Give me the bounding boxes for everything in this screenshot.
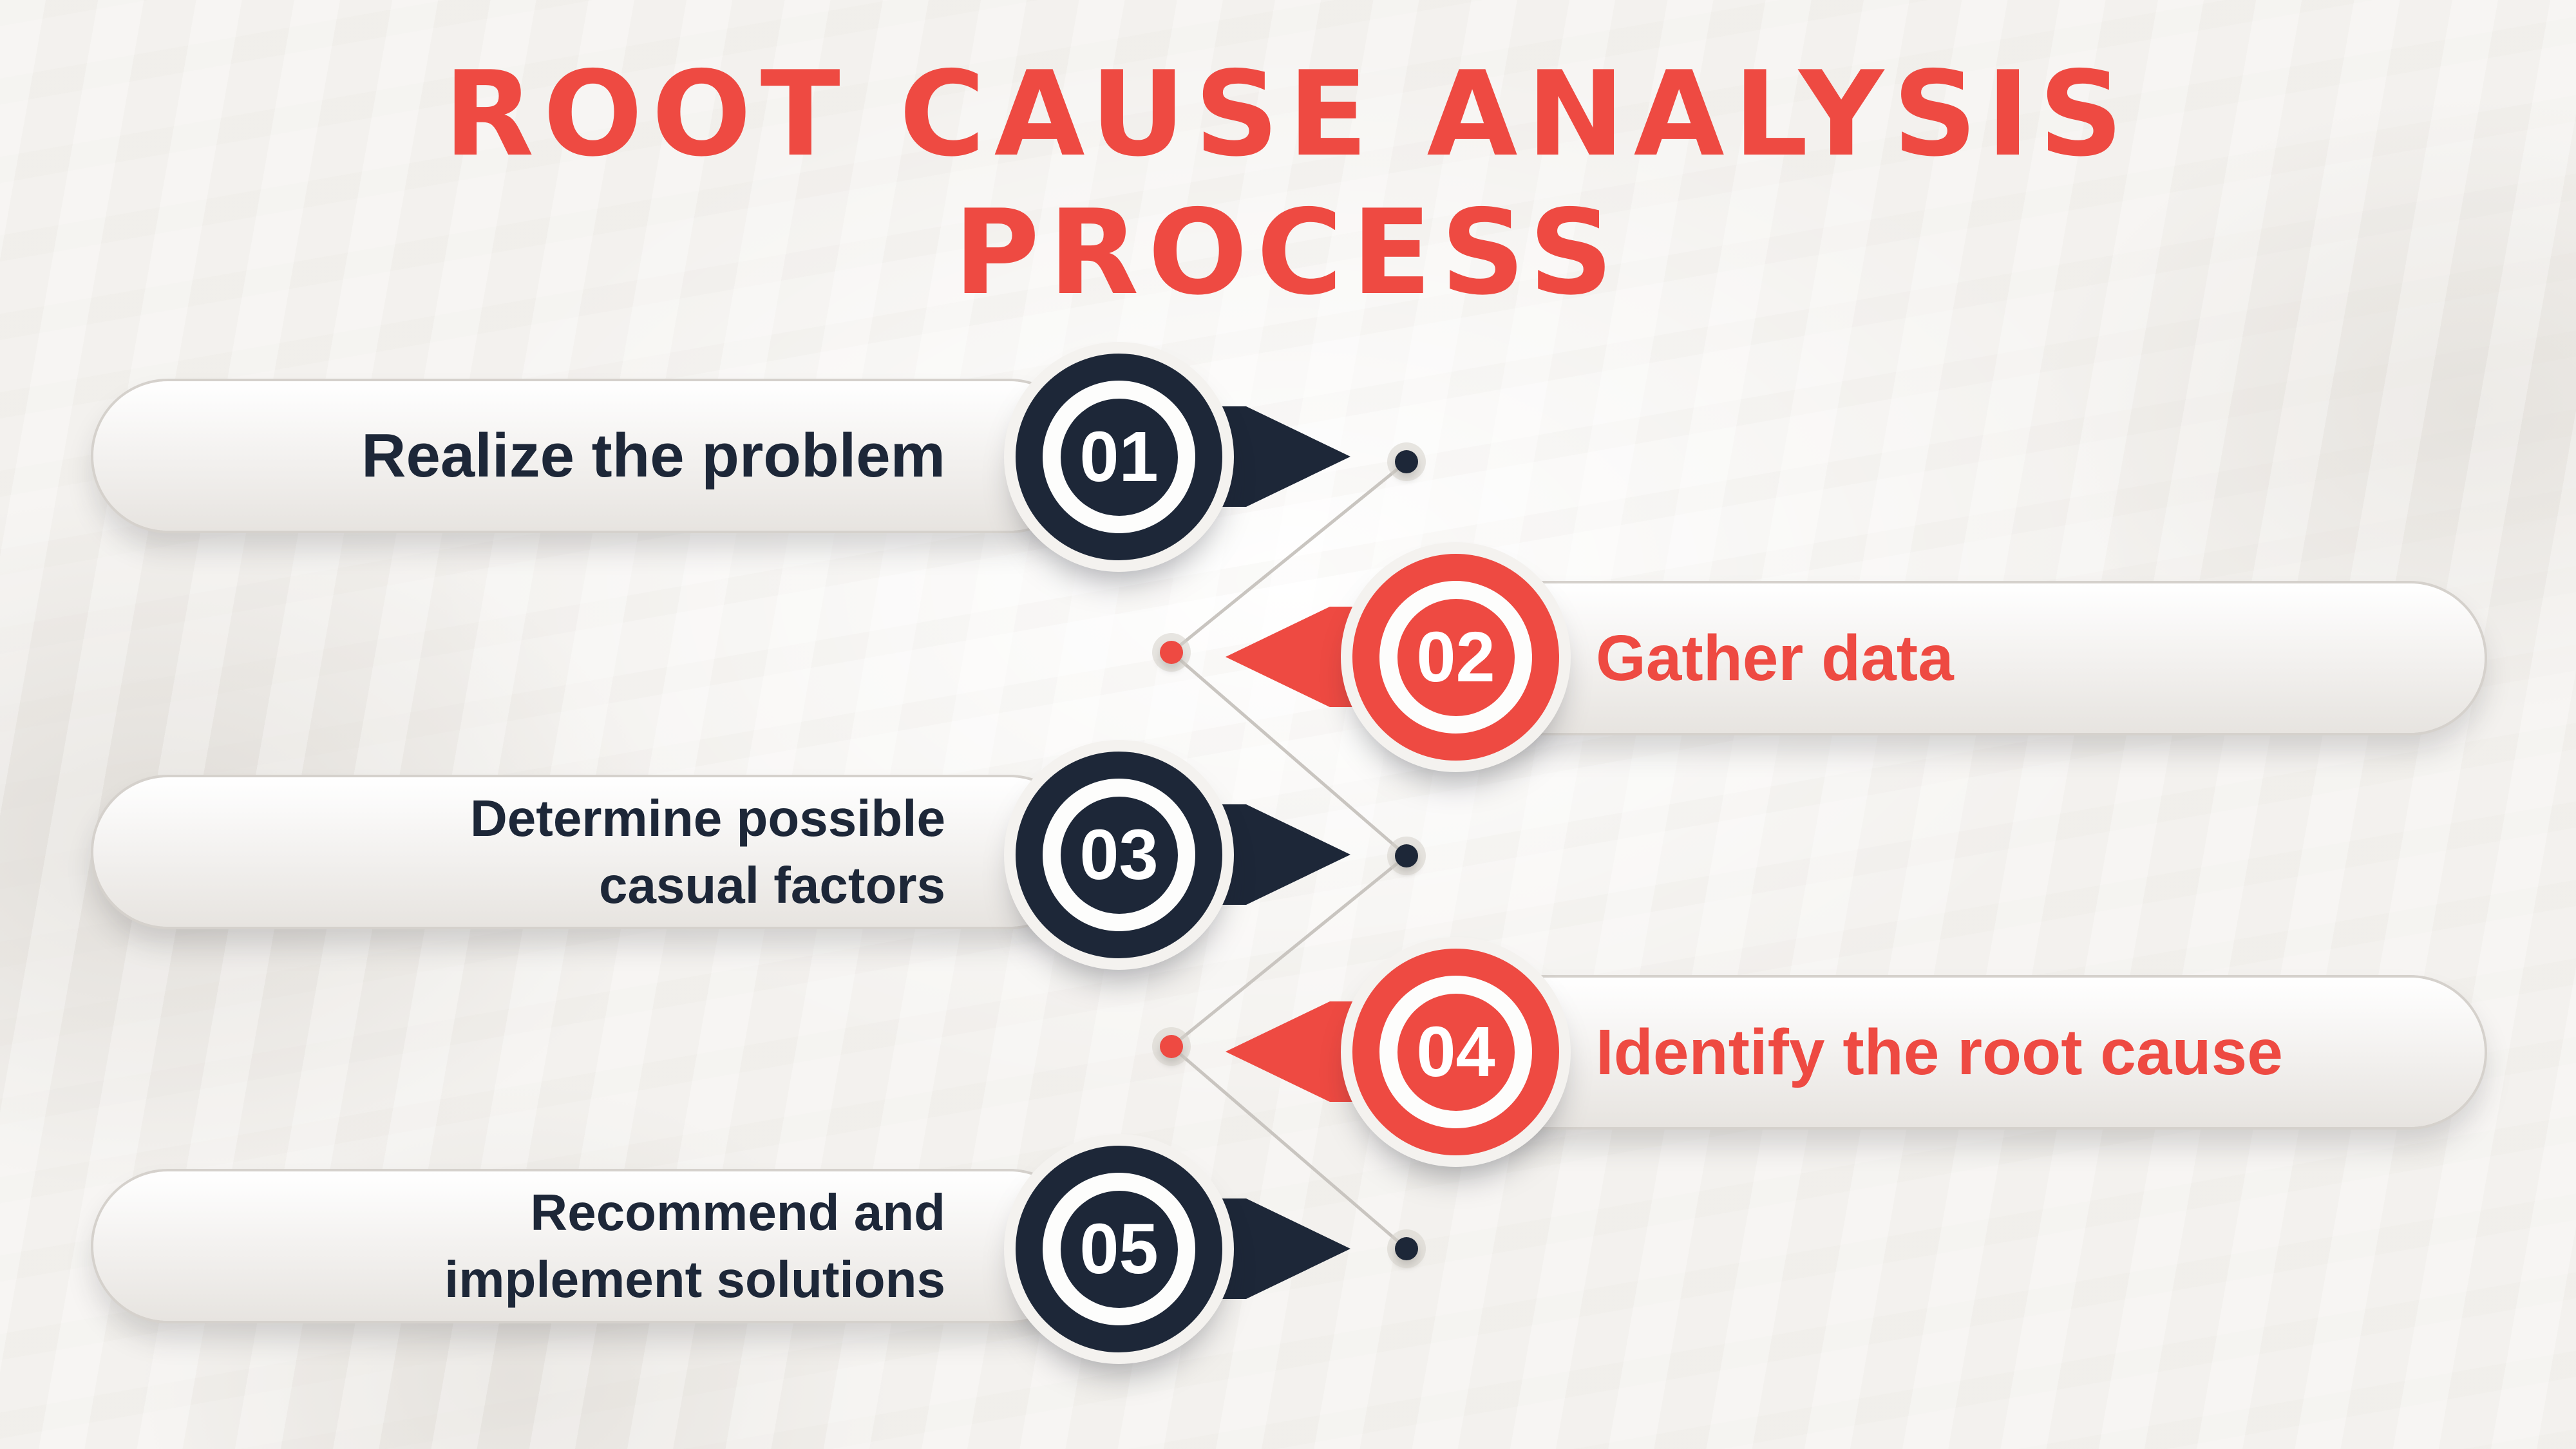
step-1-label: Realize the problem [361, 421, 945, 490]
step-2-label: Gather data [1596, 621, 1954, 694]
step-2-dot [1160, 641, 1183, 664]
step-5-number: 05 [1060, 1190, 1178, 1308]
step-2-number: 02 [1397, 598, 1515, 716]
step-3-number: 03 [1060, 796, 1178, 914]
step-5-pill: Recommend and implement solutions [93, 1171, 1084, 1321]
step-2-pill: Gather data [1374, 583, 2485, 733]
step-3-label: Determine possible casual factors [469, 790, 945, 914]
step-1-number: 01 [1060, 398, 1178, 516]
step-4-pill: Identify the root cause [1374, 978, 2485, 1127]
step-4-dot [1160, 1035, 1183, 1058]
step-5-label: Recommend and implement solutions [444, 1184, 945, 1308]
step-3-pill: Determine possible casual factors [93, 777, 1084, 927]
step-4-badge: 04 [1352, 949, 1559, 1155]
title-line-2: PROCESS [953, 184, 1623, 321]
step-3-badge: 03 [1016, 752, 1222, 958]
step-4-label: Identify the root cause [1596, 1016, 2283, 1088]
step-3-dot [1395, 844, 1418, 867]
step-1-dot [1395, 450, 1418, 473]
title-line-1: ROOT CAUSE ANALYSIS [444, 46, 2132, 182]
page-title: ROOT CAUSE ANALYSIS PROCESS [0, 45, 2576, 322]
step-5-dot [1395, 1237, 1418, 1260]
step-1-badge: 01 [1016, 354, 1222, 560]
step-5-badge: 05 [1016, 1146, 1222, 1352]
step-4-number: 04 [1397, 993, 1515, 1111]
step-2-badge: 02 [1352, 554, 1559, 761]
step-1-pill: Realize the problem [93, 381, 1084, 531]
